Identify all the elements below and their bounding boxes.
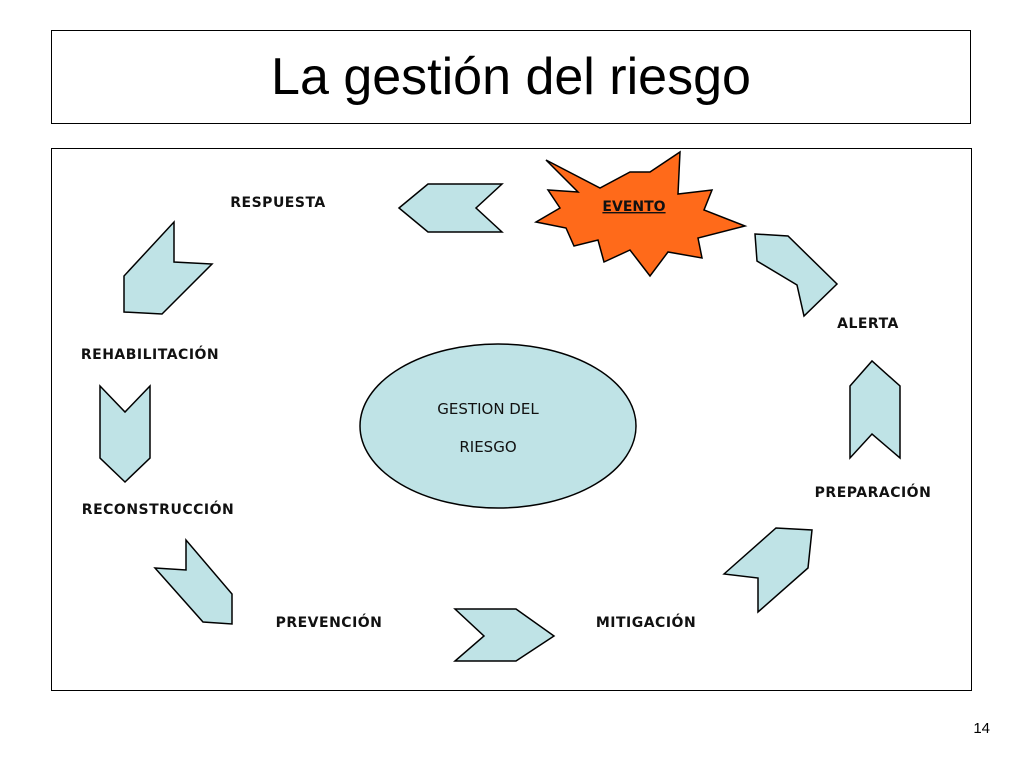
arrow-prevencion-mitigacion xyxy=(452,608,556,662)
arrow-evento-respuesta xyxy=(397,183,504,233)
diagram-frame xyxy=(51,148,972,691)
event-starburst xyxy=(533,150,748,278)
stage-label-prevencion: PREVENCIÓN xyxy=(276,613,383,631)
arrow-mitigacion-preparacion xyxy=(722,527,813,614)
stage-label-alerta: ALERTA xyxy=(837,316,899,332)
center-ellipse xyxy=(359,343,637,509)
arrow-reconstruccion-prevencion xyxy=(153,537,233,625)
stage-label-respuesta: RESPUESTA xyxy=(230,195,326,211)
event-label: EVENTO xyxy=(602,199,665,215)
arrow-preparacion-alerta xyxy=(849,359,901,460)
stage-label-reconstruccion: RECONSTRUCCIÓN xyxy=(82,500,234,518)
slide-title: La gestión del riesgo xyxy=(271,48,751,106)
arrow-respuesta-rehabilitacion xyxy=(123,220,214,315)
title-box: La gestión del riesgo xyxy=(51,30,971,124)
stage-label-rehabilitacion: REHABILITACIÓN xyxy=(81,345,219,363)
stage-label-preparacion: PREPARACIÓN xyxy=(815,483,932,501)
arrow-rehabilitacion-reconstruccion xyxy=(99,384,151,484)
arrow-evento-alerta xyxy=(754,233,839,318)
page-number: 14 xyxy=(973,720,990,737)
center-label-line2: RIESGO xyxy=(459,438,516,456)
stage-label-mitigacion: MITIGACIÓN xyxy=(596,613,696,631)
center-label-line1: GESTION DEL xyxy=(437,400,539,418)
